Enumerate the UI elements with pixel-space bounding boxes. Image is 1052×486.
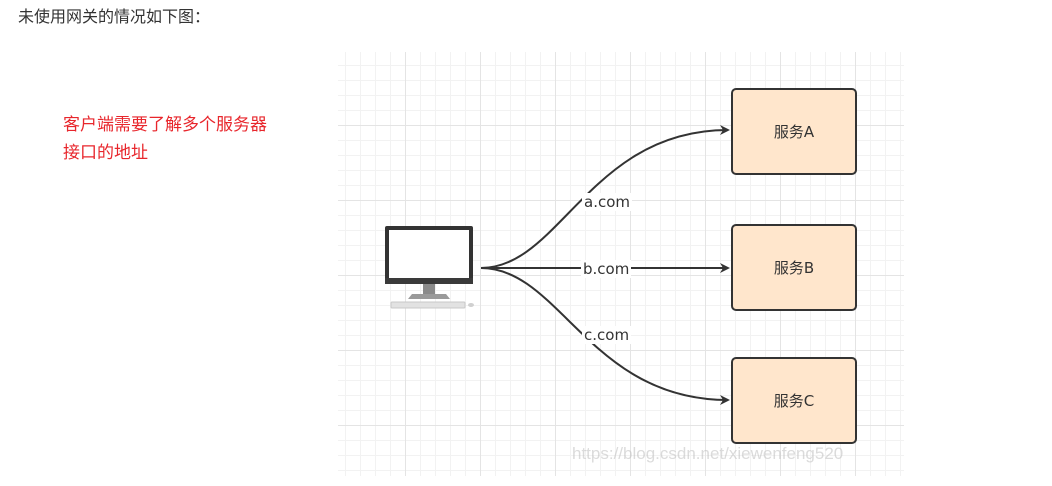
note-line-2: 接口的地址	[63, 143, 148, 163]
service-b-box: 服务B	[731, 224, 857, 311]
service-c-label: 服务C	[773, 392, 815, 410]
service-a-label: 服务A	[773, 123, 815, 141]
watermark-text: https://blog.csdn.net/xiewenfeng520	[572, 444, 844, 463]
service-b-label: 服务B	[773, 259, 815, 277]
edge-label-a: a.com	[582, 193, 632, 211]
annotation-note: 客户端需要了解多个服务器 接口的地址	[63, 111, 267, 167]
intro-text: 未使用网关的情况如下图：	[18, 7, 211, 26]
edge-label-c: c.com	[582, 326, 632, 344]
desktop-computer-icon	[385, 226, 474, 309]
service-a-box: 服务A	[731, 88, 857, 175]
edge-label-b: b.com	[581, 260, 632, 278]
note-line-1: 客户端需要了解多个服务器	[63, 115, 267, 135]
service-c-box: 服务C	[731, 357, 857, 444]
